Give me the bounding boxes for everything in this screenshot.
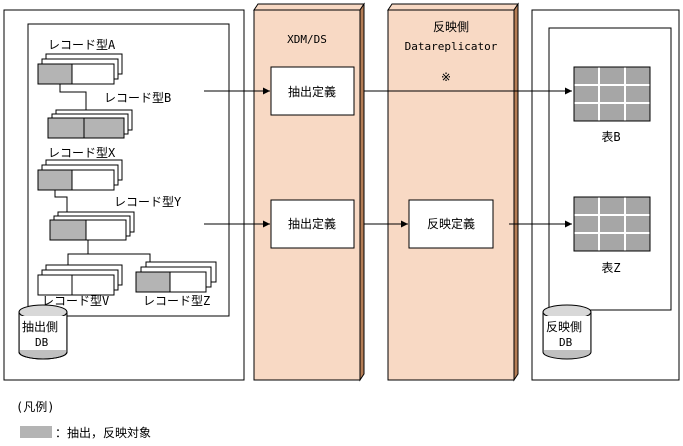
extract-definition-2-label: 抽出定義 [288,216,336,231]
link-y-z [88,253,151,262]
legend-item-label: ：抽出，反映対象 [55,426,151,440]
reflect-definition-label: 反映定義 [427,216,475,231]
target-db-cylinder-icon [542,304,592,360]
record-stack-b [47,109,133,139]
reflect-definition-box [408,199,494,249]
extract-definition-box-1 [270,66,355,116]
source-db-cylinder-icon [18,304,68,360]
table-z-label: 表Z [601,261,620,275]
record-a-label: レコード型A [48,38,116,52]
source-db-label-line1: 抽出側 [22,320,58,334]
replicator-note-mark: ※ [441,70,451,84]
record-x-label: レコード型X [48,146,116,160]
record-stack-x [37,159,123,191]
extract-definition-box-2 [270,199,355,249]
record-z-label: レコード型Z [143,294,210,308]
table-z-grid-icon [573,196,651,252]
record-b-label: レコード型B [104,91,171,105]
record-stack-v [37,264,123,296]
xdm-ds-panel [253,2,365,382]
source-db-label-line2: DB [35,336,49,349]
replicator-title-line2: Datareplicator [405,40,498,53]
target-db-label-line1: 反映側 [546,320,582,334]
table-b-label: 表B [601,130,620,144]
link-y-v [67,240,89,265]
record-stack-z [135,261,217,293]
legend-swatch [20,426,52,438]
target-db-label-line2: DB [559,336,573,349]
legend-title: (凡例) [16,400,54,414]
record-v-label: レコード型V [42,294,109,308]
record-stack-y [49,211,135,241]
replicator-title-line1: 反映側 [433,20,469,34]
link-a-b [59,84,87,110]
extract-definition-1-label: 抽出定義 [288,84,336,99]
link-x-y [54,190,68,212]
xdm-ds-title: XDM/DS [287,33,327,46]
datareplicator-panel [387,2,519,382]
record-y-label: レコード型Y [114,195,182,209]
table-b-grid-icon [573,66,651,122]
record-stack-a [37,53,123,85]
